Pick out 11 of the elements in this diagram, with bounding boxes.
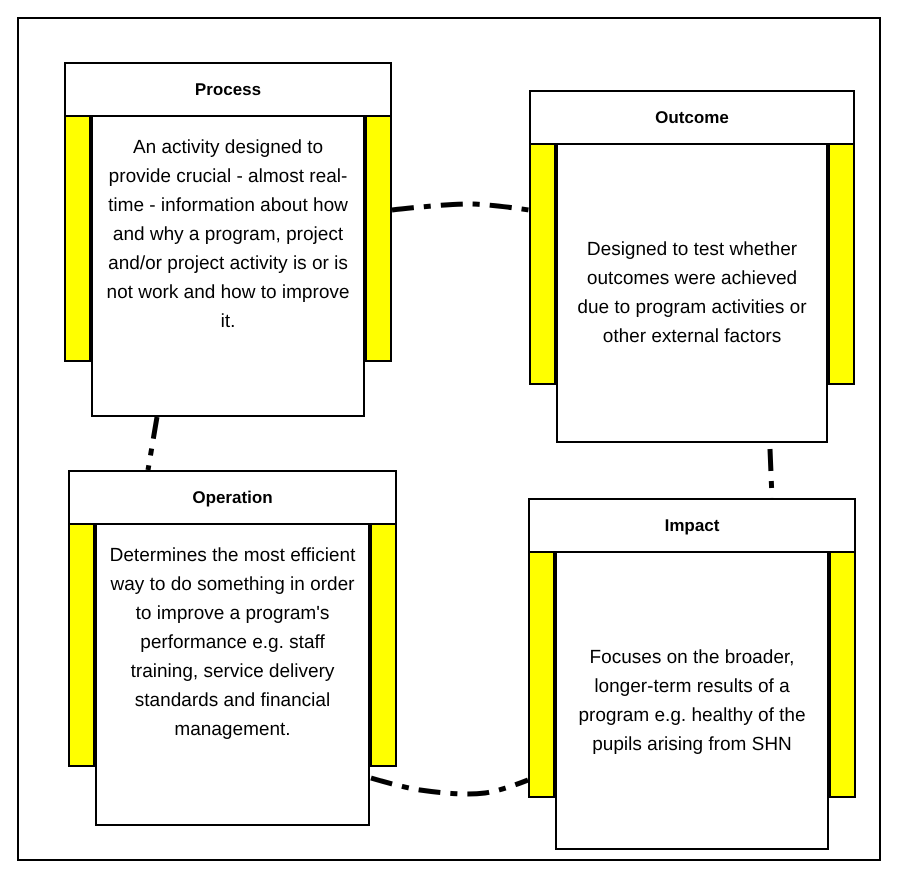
card-header: Outcome (529, 90, 855, 145)
connector-line (370, 776, 529, 796)
connector-line (146, 416, 160, 470)
card-body: Determines the most efficient way to do something in order to improve a program's performance e.g. staff training, service delivery standards and financial management. (95, 523, 370, 826)
card-body: Designed to test whether outcomes were achieved due to program activities or other external factors (556, 143, 828, 443)
card-header: Impact (528, 498, 856, 553)
card-body: Focuses on the broader, longer-term results of a program e.g. healthy of the pupils arising from SHN (555, 551, 829, 850)
card-header: Process (64, 62, 392, 117)
card-body: An activity designed to provide crucial - almost real-time - information about how and why a program, project and/or project activity is or is not work and how to improve it. (91, 115, 365, 417)
card-header: Operation (68, 470, 397, 525)
connector-line (392, 202, 530, 212)
